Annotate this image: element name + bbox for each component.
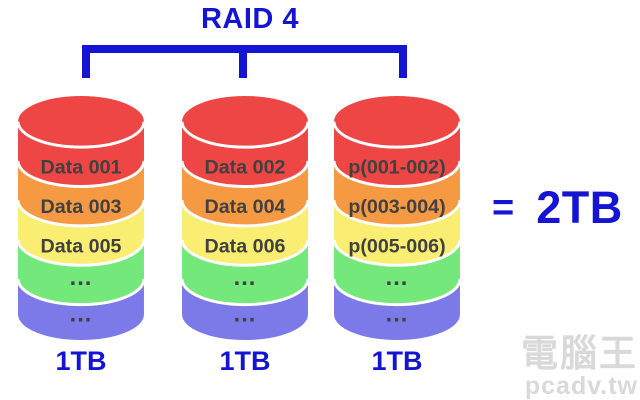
segment-band [182,121,308,187]
equals-sign: = [492,186,515,229]
band-separator [16,160,146,188]
band-separator [332,278,462,307]
segment-ellipsis: ... [70,301,93,327]
disk-cylinder-3-parity: p(001-002) p(003-004) p(005-006) ... ... [332,95,462,341]
segment-ellipsis: ... [386,265,409,291]
segment-band [334,200,460,266]
band-separator [180,121,310,149]
segment-label: Data 004 [205,196,286,218]
segment-band [334,279,460,341]
band-separator [180,239,310,267]
watermark-site: pcadv.tw [524,372,638,400]
band-separator [16,239,146,267]
segment-label: Data 001 [41,157,122,179]
segment-ellipsis: ... [234,265,257,291]
bracket-tick-left [82,45,90,78]
band-separator [332,160,462,188]
segment-ellipsis: ... [386,301,409,327]
band-separator [332,239,462,267]
bracket-tick-right [399,45,407,78]
diagram-title: RAID 4 [200,3,300,35]
segment-band [334,160,460,226]
parity-label: p(003-004) [348,196,445,218]
band-separator [180,160,310,188]
disk-cylinder-2: Data 002 Data 004 Data 006 ... ... [180,95,310,341]
disk-capacity-1: 1TB [55,346,107,376]
parity-label: p(005-006) [348,235,445,257]
band-separator [16,121,146,149]
watermark-logo: 電腦王 [521,333,638,374]
segment-band [18,121,144,187]
band-separator [180,200,310,228]
band-separator [16,278,146,307]
band-separator [180,278,310,307]
bracket-tick-middle [239,45,247,78]
total-capacity: = 2TB [492,182,623,234]
segment-band [18,279,144,341]
disk-top-face [18,95,144,148]
total-capacity-value: 2TB [536,182,623,233]
disk-top-face [334,95,460,148]
segment-ellipsis: ... [70,265,93,291]
watermark: 電腦王 pcadv.tw [521,335,638,399]
segment-label: Data 005 [41,235,122,257]
disk-capacity-3: 1TB [371,346,423,376]
segment-label: Data 002 [205,157,286,179]
disk-cylinder-1: Data 001 Data 003 Data 005 ... ... [16,95,146,341]
band-separator [16,200,146,228]
segment-label: Data 003 [41,196,122,218]
segment-band [334,239,460,305]
segment-band [18,200,144,266]
segment-band [182,279,308,341]
segment-band [334,121,460,187]
disk-top-face [182,95,308,148]
disk-capacity-2: 1TB [219,346,271,376]
band-separator [332,200,462,228]
segment-band [182,160,308,226]
segment-label: Data 006 [205,235,286,257]
band-separator [332,121,462,149]
segment-band [18,160,144,226]
segment-ellipsis: ... [234,301,257,327]
segment-band [182,200,308,266]
parity-label: p(001-002) [348,157,445,179]
segment-band [18,239,144,305]
segment-band [182,239,308,305]
